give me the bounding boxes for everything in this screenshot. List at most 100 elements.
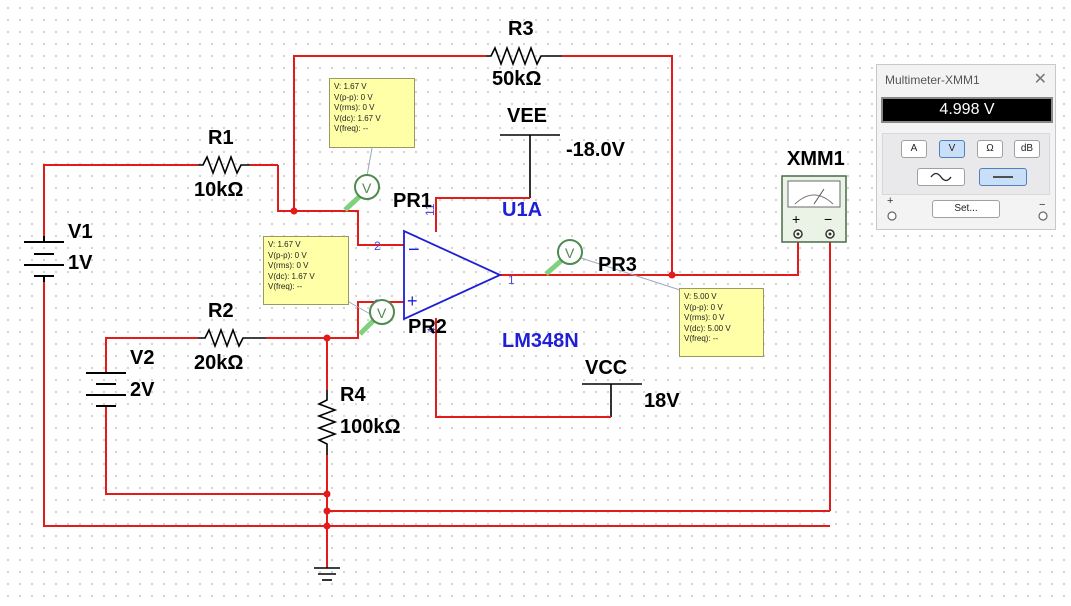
sine-wave-icon	[930, 172, 952, 182]
ac-mode-button[interactable]	[917, 168, 965, 186]
v2-ref-label: V2	[130, 347, 154, 369]
mode-button-ohmmeter[interactable]: Ω	[977, 140, 1003, 158]
wire-feedback	[293, 55, 673, 275]
readout-line: V(dc): 5.00 V	[684, 323, 731, 333]
r4-value-label: 100kΩ	[340, 416, 401, 438]
r1-ref-label: R1	[208, 127, 234, 149]
probe-pr3-readout: V: 5.00 V V(p-p): 0 V V(rms): 0 V V(dc):…	[679, 288, 764, 357]
multimeter-controls: A V Ω dB	[882, 133, 1050, 195]
junction-dot	[290, 207, 298, 215]
readout-line: V(rms): 0 V	[684, 313, 725, 323]
vee-symbol[interactable]	[500, 134, 560, 198]
multimeter-panel-title: Multimeter-XMM1	[885, 73, 980, 87]
probe-icon-letter: V	[565, 245, 575, 261]
r4-ref-label: R4	[340, 384, 366, 406]
probe-pr1-label: PR1	[393, 190, 432, 212]
vcc-symbol[interactable]	[582, 383, 642, 417]
wire-vee-opamp	[435, 197, 530, 232]
r2-ref-label: R2	[208, 300, 234, 322]
resistors	[198, 45, 562, 455]
readout-line: V(dc): 1.67 V	[334, 113, 381, 123]
mode-button-voltmeter[interactable]: V	[939, 140, 965, 158]
vee-ref-label: VEE	[507, 105, 547, 127]
readout-line: V(rms): 0 V	[268, 261, 309, 271]
readout-line: V(freq): --	[268, 282, 303, 292]
multimeter-panel: Multimeter-XMM1 ✕ 4.998 V A V Ω dB Set..…	[876, 64, 1056, 230]
panel-terminal-plus[interactable]	[886, 210, 898, 222]
opamp-plus-sign: +	[407, 291, 418, 311]
mode-button-decibel[interactable]: dB	[1014, 140, 1040, 158]
mode-button-ammeter[interactable]: A	[901, 140, 927, 158]
wire-output	[500, 238, 799, 276]
readout-line: V(freq): --	[334, 124, 369, 134]
probe-pr1[interactable]: V	[343, 147, 380, 212]
v2-value-label: 2V	[130, 379, 155, 401]
probe-icon-letter: V	[362, 180, 372, 196]
panel-terminal-minus[interactable]	[1037, 210, 1049, 222]
resistor-r1-symbol[interactable]	[198, 154, 250, 176]
dc-mode-button[interactable]	[979, 168, 1027, 186]
readout-line: V: 5.00 V	[684, 292, 717, 301]
multimeter-xmm1-symbol[interactable]: + −	[781, 175, 847, 243]
close-icon[interactable]: ✕	[1033, 71, 1047, 88]
wire-vcc-opamp	[435, 318, 611, 418]
supplies	[435, 134, 642, 418]
wire-v1-ground	[43, 238, 831, 527]
opamp-u1a[interactable]: − + 2 3 1 11 4	[374, 203, 515, 334]
readout-line: V: 1.67 V	[268, 240, 301, 249]
batteries	[24, 236, 126, 407]
readout-line: V(dc): 1.67 V	[268, 271, 315, 281]
junction-dot	[323, 522, 331, 530]
voltage-probe-icon	[354, 174, 380, 200]
battery-v1-symbol[interactable]	[24, 236, 64, 282]
xmm1-ref-label: XMM1	[787, 148, 845, 170]
meter-plus-label: +	[792, 211, 800, 227]
vee-value-label: -18.0V	[566, 139, 626, 161]
r1-value-label: 10kΩ	[194, 179, 243, 201]
pin-label-2: 2	[374, 239, 381, 253]
resistor-r3-symbol[interactable]	[486, 45, 562, 67]
readout-line: V(p-p): 0 V	[684, 302, 723, 312]
resistor-r4-symbol[interactable]	[316, 390, 338, 455]
probe-pr2-label: PR2	[408, 316, 447, 338]
meter-dial-icon	[794, 194, 834, 205]
v1-ref-label: V1	[68, 221, 92, 243]
pin-label-4: 4	[425, 327, 439, 334]
r2-value-label: 20kΩ	[194, 352, 243, 374]
junction-dot	[323, 490, 331, 498]
wire-ground-rail	[326, 455, 830, 526]
voltage-probe-icon	[557, 239, 583, 265]
vcc-ref-label: VCC	[585, 357, 627, 379]
probe-pr2-readout: V: 1.67 V V(p-p): 0 V V(rms): 0 V V(dc):…	[263, 236, 349, 305]
ground-symbol	[314, 567, 340, 581]
v1-value-label: 1V	[68, 252, 93, 274]
meter-minus-label: −	[824, 211, 832, 227]
multimeter-reading: 4.998 V	[881, 97, 1053, 123]
battery-v2-symbol[interactable]	[86, 372, 126, 407]
junction-dot	[668, 271, 676, 279]
probe-pr3-label: PR3	[598, 254, 637, 276]
panel-plus-label: +	[887, 195, 894, 207]
opamp-triangle	[403, 229, 503, 321]
junctions	[290, 207, 676, 530]
junction-dot	[323, 334, 331, 342]
readout-line: V(p-p): 0 V	[334, 92, 373, 102]
set-button[interactable]: Set...	[932, 200, 1000, 218]
voltage-probe-icon	[369, 299, 395, 325]
dc-line-icon	[993, 176, 1013, 178]
probe-pr3[interactable]: V	[544, 239, 681, 291]
panel-minus-label: −	[1039, 199, 1046, 211]
r3-ref-label: R3	[508, 18, 534, 40]
readout-line: V: 1.67 V	[334, 82, 367, 91]
probe-pr1-readout: V: 1.67 V V(p-p): 0 V V(rms): 0 V V(dc):…	[329, 78, 415, 148]
probe-icon-letter: V	[377, 305, 387, 321]
resistor-r2-symbol[interactable]	[198, 327, 266, 349]
opamp-minus-sign: −	[408, 239, 420, 261]
readout-line: V(freq): --	[684, 334, 719, 344]
probe-pr2[interactable]: V	[348, 299, 395, 336]
wire-inverting-node	[277, 165, 404, 246]
junction-dot	[323, 507, 331, 515]
opamp-ref-label: U1A	[502, 199, 542, 221]
readout-line: V(p-p): 0 V	[268, 250, 307, 260]
